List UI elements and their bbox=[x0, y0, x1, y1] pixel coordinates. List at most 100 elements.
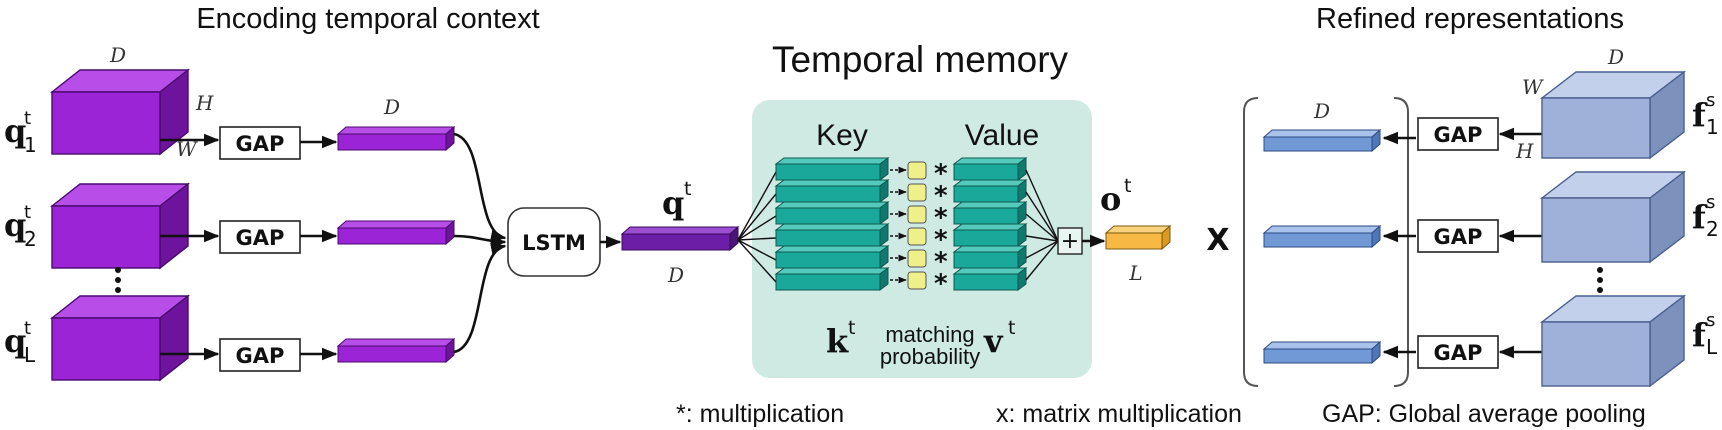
value-bar bbox=[952, 157, 1028, 181]
query-bar bbox=[620, 225, 740, 252]
refined-bar-1 bbox=[1262, 128, 1382, 153]
value-bar bbox=[952, 179, 1028, 203]
svg-text:t: t bbox=[24, 108, 31, 129]
svg-text:q: q bbox=[4, 322, 26, 360]
legend-matrix-multiplication: x: matrix multiplication bbox=[996, 400, 1242, 428]
dim-H-spatial: H bbox=[1515, 139, 1534, 163]
memory-rows: ****** bbox=[774, 157, 1028, 299]
matching-probability-square bbox=[907, 205, 927, 224]
value-sum-line bbox=[1025, 240, 1059, 259]
query-key-line bbox=[737, 215, 777, 241]
svg-text:GAP: GAP bbox=[236, 344, 285, 368]
multiplication-star: * bbox=[934, 225, 948, 255]
matmul-symbol: X bbox=[1206, 223, 1229, 258]
title-temporal-memory: Temporal memory bbox=[772, 39, 1069, 80]
gap-box-right-2: GAP bbox=[1417, 219, 1499, 253]
value-sum-line bbox=[1025, 169, 1059, 242]
svg-text:s: s bbox=[1706, 192, 1715, 213]
title-refined: Refined representations bbox=[1316, 3, 1624, 35]
spatial-cube-L bbox=[1539, 294, 1687, 388]
gap-box-left-1: GAP bbox=[219, 126, 301, 160]
value-sum-line bbox=[1025, 240, 1059, 281]
ellipsis-dots-right bbox=[1597, 267, 1603, 293]
value-bar bbox=[952, 267, 1028, 291]
value-bar bbox=[952, 223, 1028, 247]
dim-D-refined: D bbox=[1313, 99, 1330, 123]
svg-text:GAP: GAP bbox=[236, 132, 285, 156]
bracket-right bbox=[1393, 97, 1409, 387]
curve-barL-lstm bbox=[453, 242, 507, 354]
dim-W-spatial: W bbox=[1522, 75, 1544, 99]
query-key-line bbox=[737, 171, 777, 241]
refined-bar-2 bbox=[1262, 224, 1382, 249]
key-bar bbox=[774, 157, 890, 181]
key-bar bbox=[774, 267, 890, 291]
svg-text:GAP: GAP bbox=[236, 226, 285, 250]
value-sum-line bbox=[1025, 235, 1059, 242]
multiplication-star: * bbox=[934, 181, 948, 211]
multiplication-star: * bbox=[934, 203, 948, 233]
value-label: Value bbox=[965, 119, 1040, 152]
input-cube-L bbox=[49, 294, 191, 382]
gap-box-right-1: GAP bbox=[1417, 117, 1499, 151]
svg-text:q: q bbox=[4, 206, 26, 244]
label-q2: q t 2 bbox=[4, 202, 37, 251]
query-key-line bbox=[737, 193, 777, 241]
svg-text:2: 2 bbox=[1706, 217, 1719, 241]
svg-text:s: s bbox=[1706, 90, 1715, 111]
matching-probability-square bbox=[907, 227, 927, 246]
svg-text:L: L bbox=[1706, 335, 1718, 359]
svg-text:v: v bbox=[983, 322, 1004, 360]
svg-text:+: + bbox=[1061, 229, 1079, 254]
output-bar bbox=[1104, 224, 1172, 251]
feature-bar-L bbox=[336, 337, 456, 364]
dim-D-cube: D bbox=[109, 43, 126, 67]
label-f2: f s 2 bbox=[1692, 192, 1719, 241]
svg-text:GAP: GAP bbox=[1434, 341, 1483, 365]
legend-multiplication: *: multiplication bbox=[676, 400, 844, 428]
query-key-fan bbox=[737, 171, 777, 283]
svg-text:q: q bbox=[4, 112, 26, 150]
label-query: q t bbox=[662, 178, 691, 222]
query-key-line bbox=[737, 239, 777, 261]
bracket-left bbox=[1243, 97, 1259, 387]
title-encoding: Encoding temporal context bbox=[196, 3, 539, 35]
svg-text:GAP: GAP bbox=[1434, 225, 1483, 249]
value-sum-fan bbox=[1025, 169, 1059, 281]
svg-text:1: 1 bbox=[1706, 115, 1719, 139]
value-sum-line bbox=[1025, 191, 1059, 242]
label-output: o t bbox=[1100, 175, 1131, 218]
multiplication-star: * bbox=[934, 269, 948, 299]
query-key-line bbox=[737, 237, 777, 241]
svg-text:GAP: GAP bbox=[1434, 123, 1483, 147]
feature-bar-2 bbox=[336, 219, 456, 246]
dim-W-cube: W bbox=[176, 137, 198, 161]
gap-box-left-L: GAP bbox=[219, 338, 301, 372]
svg-text:t: t bbox=[1008, 317, 1015, 339]
dim-D-bar: D bbox=[383, 95, 400, 119]
svg-text:f: f bbox=[1692, 96, 1708, 134]
dim-L-output: L bbox=[1128, 261, 1142, 285]
svg-text:1: 1 bbox=[24, 133, 37, 157]
label-fL: f s L bbox=[1692, 310, 1718, 359]
query-key-line bbox=[737, 239, 777, 283]
key-bar bbox=[774, 201, 890, 225]
multiplication-star: * bbox=[934, 159, 948, 189]
spatial-cube-1 bbox=[1539, 70, 1687, 160]
svg-text:t: t bbox=[24, 318, 31, 339]
feature-bar-1 bbox=[336, 125, 456, 152]
matching-probability-square bbox=[907, 271, 927, 290]
svg-text:t: t bbox=[848, 317, 855, 339]
label-v: v t bbox=[983, 317, 1015, 360]
curve-bar1-lstm bbox=[453, 132, 507, 242]
multiplication-star: * bbox=[934, 247, 948, 277]
lstm-box: LSTM bbox=[507, 207, 601, 277]
input-cube-1 bbox=[49, 68, 191, 156]
svg-text:t: t bbox=[684, 178, 691, 200]
svg-text:L: L bbox=[24, 343, 36, 367]
legend-gap: GAP: Global average pooling bbox=[1322, 400, 1646, 428]
gap-box-left-2: GAP bbox=[219, 220, 301, 254]
matching-probability-square bbox=[907, 249, 927, 268]
key-bar bbox=[774, 223, 890, 247]
